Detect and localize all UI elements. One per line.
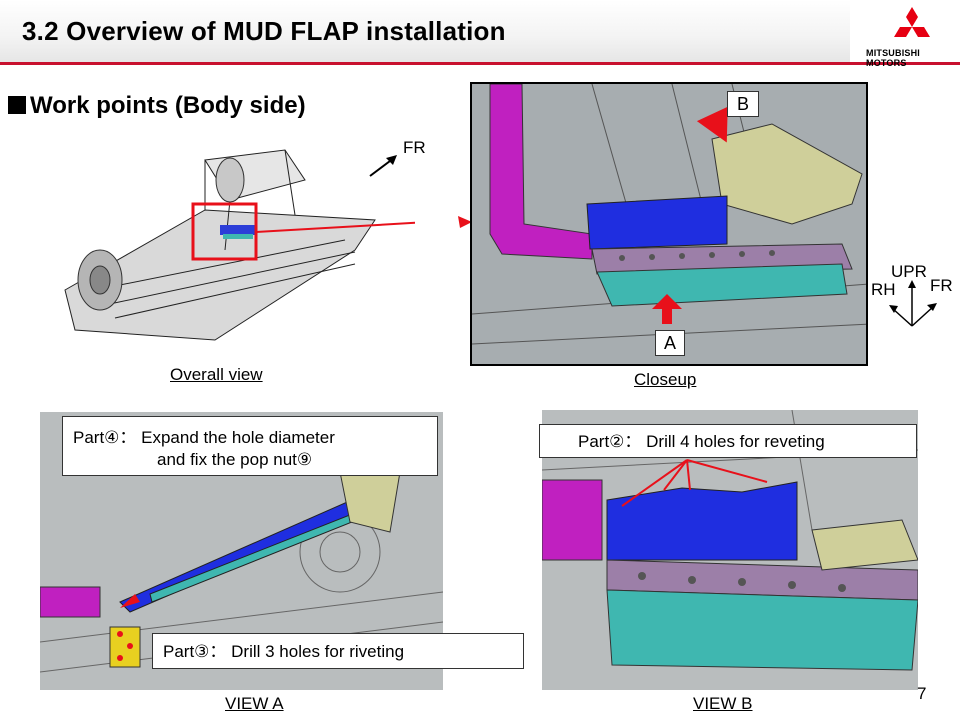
closeup-image	[470, 82, 868, 366]
callout-part4-line2: and fix the pop nut⑨	[157, 450, 313, 469]
overall-view-image	[55, 140, 415, 360]
callout-part4-line1: Part④： Expand the hole diameter	[73, 428, 335, 447]
brand-name: MITSUBISHI MOTORS	[866, 48, 921, 68]
page-title: 3.2 Overview of MUD FLAP installation	[22, 16, 506, 46]
orientation-axes-icon	[886, 276, 946, 330]
header-background	[0, 0, 850, 62]
axis-rh-label: RH	[871, 280, 896, 299]
view-b-caption: VIEW B	[693, 694, 753, 713]
callout-part2: Part②： Drill 4 holes for reveting	[539, 424, 917, 458]
label-a: A	[655, 330, 685, 356]
title-underline	[0, 62, 960, 65]
section-subtitle: Work points (Body side)	[8, 92, 306, 120]
label-b: B	[727, 91, 759, 117]
fr-arrow-icon	[368, 152, 400, 178]
callout-part4: Part④： Expand the hole diameter and fix …	[62, 416, 438, 476]
square-bullet-icon	[8, 96, 26, 114]
axis-upr-label: UPR	[891, 262, 927, 281]
link-arrow-icon	[456, 214, 472, 230]
axis-fr-label: FR	[930, 276, 953, 295]
closeup-caption: Closeup	[634, 370, 697, 389]
page-number: 7	[917, 684, 927, 703]
overall-view-caption: Overall view	[170, 365, 263, 384]
section-subtitle-text: Work points (Body side)	[30, 92, 306, 119]
mitsubishi-logo	[890, 6, 934, 46]
view-a-caption: VIEW A	[225, 694, 284, 713]
fr-label: FR	[403, 138, 426, 157]
callout-part3: Part③： Drill 3 holes for riveting	[152, 633, 524, 669]
